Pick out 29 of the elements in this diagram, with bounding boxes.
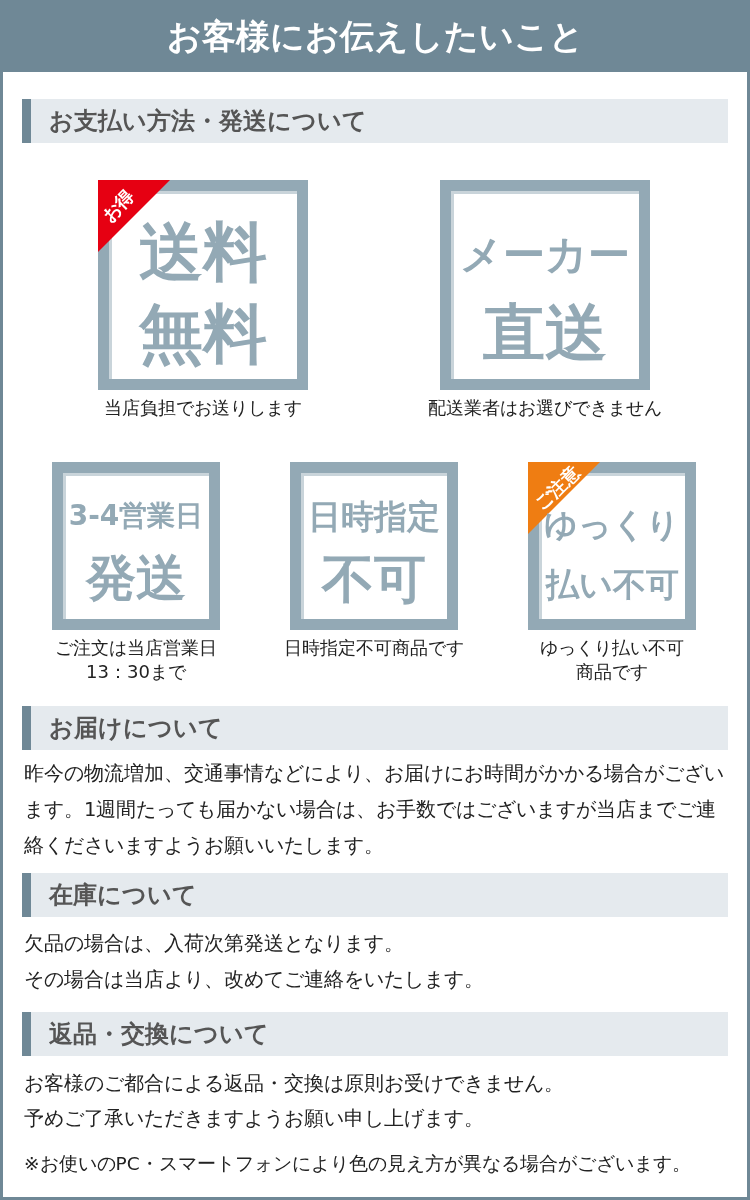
badge-text: メーカー [459, 229, 631, 281]
badge-text: 発送 [84, 548, 187, 609]
badge-text: 日時指定 [307, 496, 441, 538]
section-heading-bar: 返品・交換について [22, 1012, 728, 1056]
badge-box [440, 180, 650, 390]
badge-caption: 配送業者はお選びできません [427, 396, 663, 420]
badge-box [52, 462, 220, 630]
badge-caption: ゆっくり払い不可商品です [539, 636, 685, 684]
badge-text: 払い不可 [544, 564, 680, 606]
badge-caption: 日時指定不可商品です [283, 636, 465, 660]
section-heading-bar: 在庫について [22, 873, 728, 917]
body-text: その場合は当店より、改めてご連絡をいたします。 [24, 967, 485, 993]
section-heading-bar: お支払い方法・発送について [22, 99, 728, 143]
badge-box [290, 462, 458, 630]
badge-box [528, 462, 696, 630]
badge-caption: 当店負担でお送りします [103, 396, 303, 420]
body-text: お客様のご都合による返品・交換は原則お受けできません。 [24, 1071, 565, 1097]
footnote: ※お使いのPC・スマートフォンにより色の見え方が異なる場合がございます。 [24, 1152, 692, 1176]
body-text: 予めご了承いただきますようお願い申し上げます。 [24, 1106, 485, 1132]
badge-text: 不可 [320, 548, 427, 611]
badge-text: 直送 [482, 295, 608, 371]
badge-text: 3-4営業日 [67, 498, 205, 534]
title-bar: お客様にお伝えしたいこと [0, 0, 750, 72]
body-text: 欠品の場合は、入荷次第発送となります。 [24, 931, 405, 957]
body-text: 昨今の物流増加、交通事情などにより、お届けにお時間がかかる場合がございます。1週間たっても届かない場合は、お手数ではございますが当店までご連絡くださいますようお願いいたします。 [24, 761, 725, 859]
badge-box [98, 180, 308, 390]
section-heading-bar: お届けについて [22, 706, 728, 750]
badge-caption: ご注文は当店営業日13：30まで [54, 636, 218, 684]
badge-text: 無料 [137, 296, 268, 373]
